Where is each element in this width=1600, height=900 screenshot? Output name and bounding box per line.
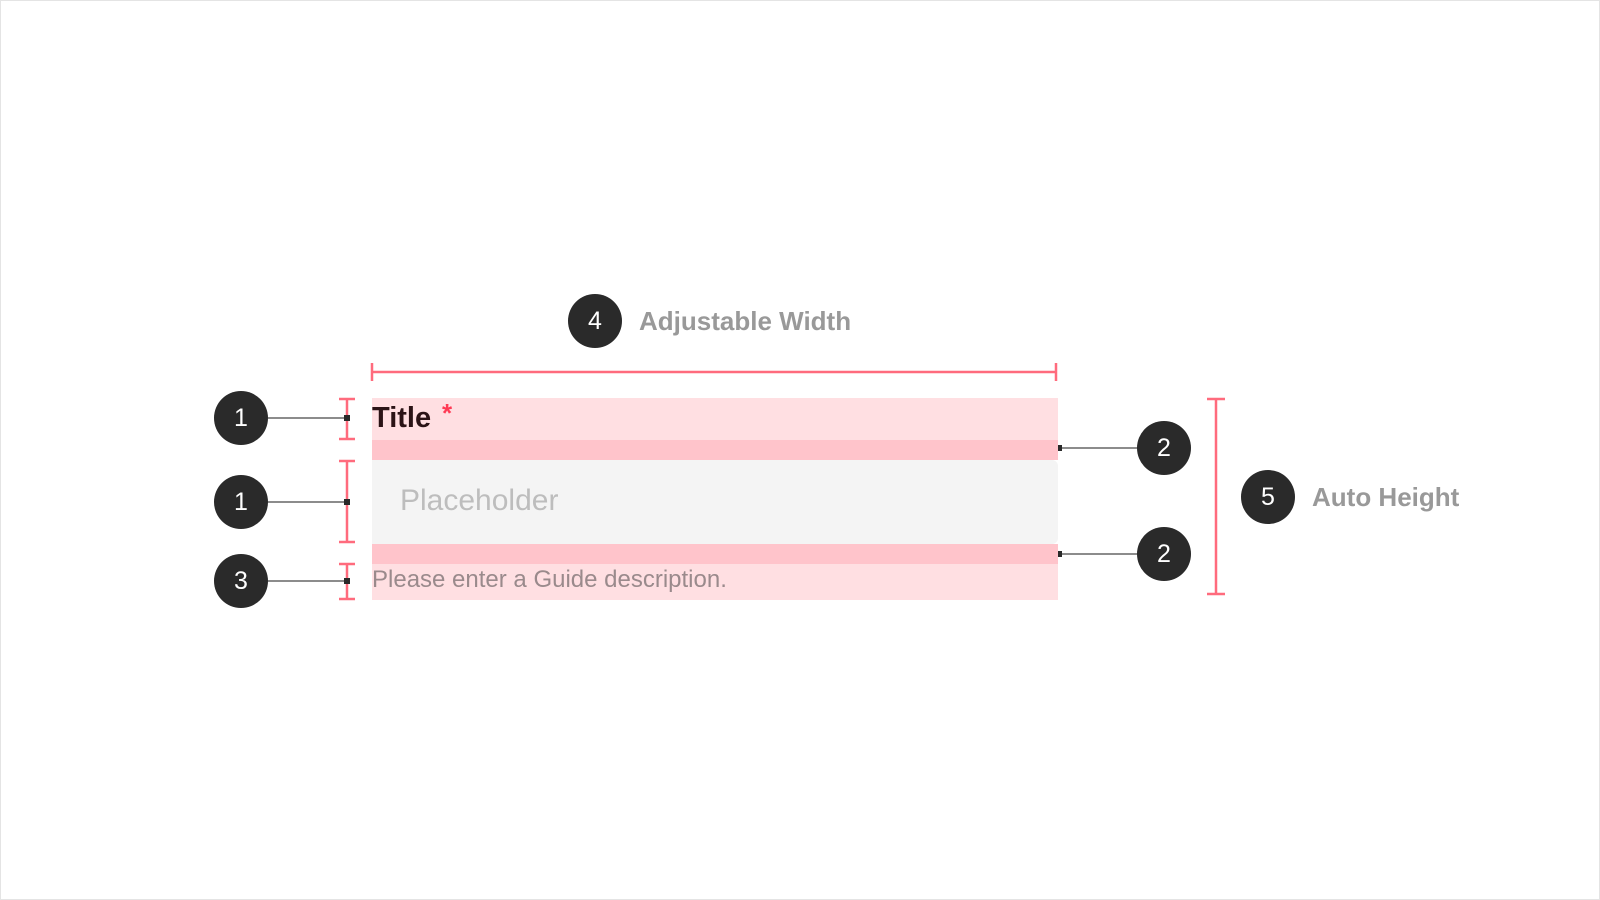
label-area: Title * (372, 398, 1058, 440)
height-note: Auto Height (1312, 482, 1460, 512)
width-note: Adjustable Width (639, 306, 852, 336)
badge-width: 4 (568, 294, 622, 348)
badge-input: 1 (214, 475, 268, 529)
badge-height: 5 (1241, 470, 1295, 524)
spacing-top (372, 440, 1058, 460)
badge-helper: 3 (214, 554, 268, 608)
helper-area: Please enter a Guide description. (372, 564, 1058, 600)
badge-label: 1 (214, 391, 268, 445)
badge-spacing-top: 2 (1137, 421, 1191, 475)
required-indicator: * (442, 398, 453, 428)
spacing-bottom (372, 544, 1058, 564)
input-placeholder: Placeholder (400, 484, 559, 517)
badge-spacing-bottom: 2 (1137, 527, 1191, 581)
text-input[interactable]: Placeholder (372, 460, 1058, 544)
helper-text: Please enter a Guide description. (372, 566, 727, 593)
field-title: Title (372, 402, 432, 434)
